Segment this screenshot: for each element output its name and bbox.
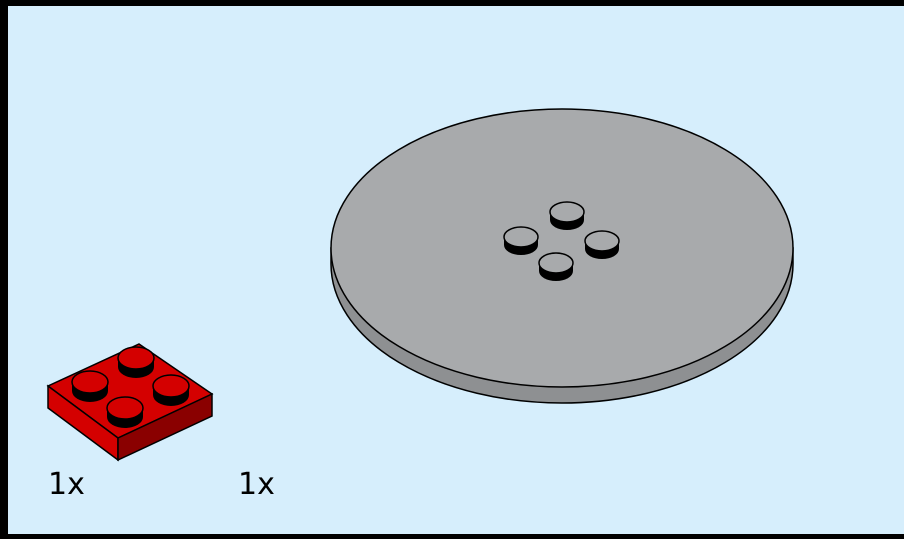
round-plate-stud: [549, 201, 585, 230]
round-plate-top: [330, 108, 794, 388]
parts-scene: [8, 6, 904, 534]
plate-red-stud: [106, 396, 144, 428]
plate-red-stud: [117, 346, 155, 378]
plate-red-stud: [152, 374, 190, 406]
round-plate-gray: [330, 108, 794, 404]
part-quantity-round-plate: 1x: [238, 467, 275, 502]
round-plate-stud: [503, 226, 539, 255]
plate-red-stud: [71, 370, 109, 402]
plate-red-right-side: [117, 392, 213, 462]
plate-2x2-red: [46, 343, 214, 462]
part-quantity-plate-2x2: 1x: [48, 467, 85, 502]
round-plate-stud: [538, 252, 574, 281]
round-plate-stud: [584, 230, 620, 259]
